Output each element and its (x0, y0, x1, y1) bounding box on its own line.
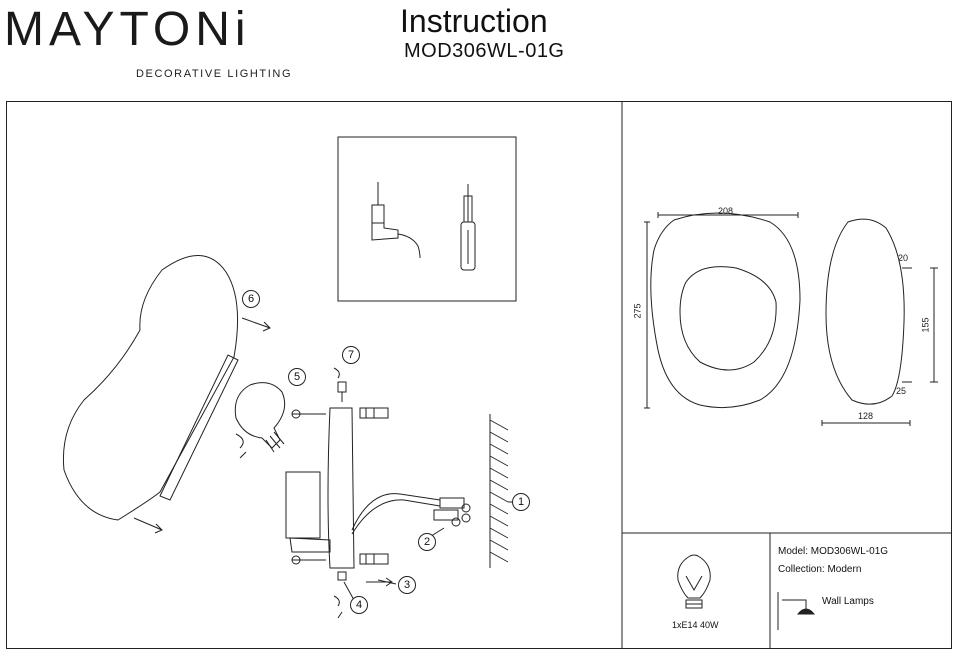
model-code: MOD306WL-01G (404, 40, 565, 62)
arrow-6 (241, 317, 271, 332)
dim-width-line (657, 212, 799, 218)
dim-depth-bottom: 25 (896, 386, 907, 396)
dim-depth-top: 20 (898, 253, 909, 263)
callout-4: 4 (350, 596, 368, 614)
wire-a (351, 493, 441, 531)
lightbulb-symbol-icon (677, 554, 711, 609)
drawing-frame (6, 101, 952, 649)
brand-logo: MAYTONi (4, 3, 251, 56)
arrow-3 (366, 577, 393, 587)
anchor-bottom-icon (359, 553, 389, 565)
front-view-inner (679, 266, 777, 371)
lamp-shade (62, 255, 239, 521)
rotate-arrow-top (333, 367, 340, 379)
socket-base (289, 537, 331, 553)
callout-6: 6 (242, 290, 260, 308)
side-view-outline (825, 218, 905, 405)
dim-side-height: 155 (920, 317, 931, 333)
leader-4 (343, 581, 355, 601)
dim-base-line (821, 420, 911, 426)
tools-box (337, 136, 517, 302)
dim-height: 275 (632, 303, 643, 319)
dim-base-width: 128 (858, 411, 874, 421)
arrow-shade-bottom (133, 517, 163, 534)
dim-height-line (644, 221, 650, 409)
document-title: Instruction (400, 3, 548, 39)
callout-7: 7 (342, 346, 360, 364)
rotate-arrow-bottom (333, 595, 343, 619)
bulb-caption: 1xE14 40W (672, 620, 719, 630)
brand-tagline: DECORATIVE LIGHTING (136, 68, 293, 80)
callout-3: 3 (398, 576, 416, 594)
front-view-outline (650, 212, 801, 409)
drill-icon (371, 182, 421, 259)
rotate-arrow-bulb (235, 433, 247, 459)
small-screw-top (337, 381, 347, 402)
small-screw-bottom (337, 571, 347, 581)
model-line: Model: MOD306WL-01G (778, 546, 889, 557)
anchor-top-icon (359, 407, 389, 419)
bulb-icon (234, 382, 286, 453)
callout-5: 5 (288, 368, 306, 386)
screwdriver-icon (460, 184, 476, 271)
shade-edge (159, 354, 239, 501)
collection-line: Collection: Modern (778, 564, 862, 575)
dim-side-height-line (930, 267, 938, 383)
callout-2: 2 (418, 533, 436, 551)
mounting-plate (327, 407, 355, 569)
wire-b (351, 499, 441, 535)
socket-housing (285, 471, 321, 539)
terminal-block-icon (433, 497, 471, 527)
category-line: Wall Lamps (822, 596, 874, 607)
dim-width: 208 (718, 206, 734, 216)
wall-hatch (489, 419, 509, 563)
wall-lamp-symbol-icon (777, 592, 816, 630)
screw-bottom-icon (291, 555, 326, 565)
callout-1: 1 (512, 493, 530, 511)
screw-top-icon (291, 409, 326, 419)
